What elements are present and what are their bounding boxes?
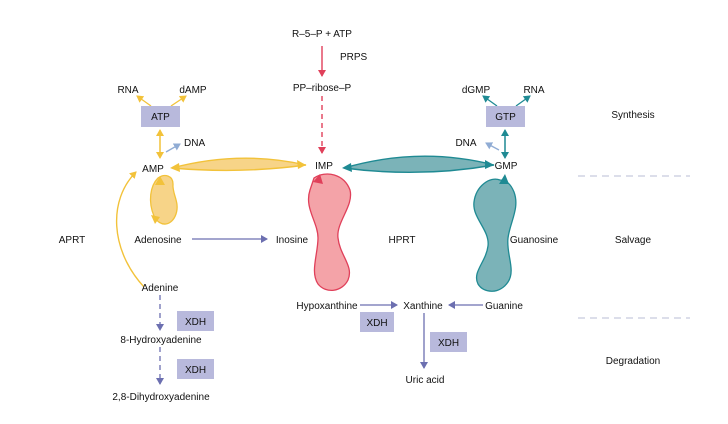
ppribose-label: PP–ribose–P bbox=[293, 83, 352, 94]
dna-left-label: DNA bbox=[184, 138, 205, 149]
arrowhead-pink-top bbox=[313, 174, 323, 184]
arrow-atp-to-damp bbox=[170, 95, 187, 107]
guanine-label: Guanine bbox=[485, 301, 523, 312]
arrow-gtp-to-dgmp bbox=[482, 95, 498, 107]
hprt-label: HPRT bbox=[388, 235, 415, 246]
aprt-arc bbox=[116, 171, 145, 288]
section-degradation: Degradation bbox=[606, 356, 660, 367]
arrowhead-to-imp-teal bbox=[342, 163, 352, 172]
arrowhead-to-imp bbox=[297, 160, 306, 169]
xdh-box-1 bbox=[177, 311, 214, 331]
atp-label: ATP bbox=[151, 112, 170, 123]
xdh-box-4 bbox=[430, 332, 467, 352]
gtp-box bbox=[486, 106, 525, 127]
amp-imp-lens bbox=[171, 157, 307, 172]
xdh-label-2: XDH bbox=[185, 365, 206, 376]
hypoxanthine-label: Hypoxanthine bbox=[296, 301, 358, 312]
atp-box bbox=[141, 106, 180, 127]
imp-label: IMP bbox=[315, 161, 333, 172]
xdh-label-3: XDH bbox=[366, 318, 387, 329]
uric-acid-label: Uric acid bbox=[406, 375, 445, 386]
arrowhead-from-amp-blob bbox=[151, 215, 160, 224]
inosine-label: Inosine bbox=[276, 235, 309, 246]
xdh-box-2 bbox=[177, 359, 214, 379]
dihydroxyadenine-label: 2,8-Dihydroxyadenine bbox=[112, 392, 210, 403]
dgmp-label: dGMP bbox=[462, 85, 491, 96]
section-salvage: Salvage bbox=[615, 235, 652, 246]
gtp-label: GTP bbox=[495, 112, 516, 123]
hydroxyadenine-label: 8-Hydroxyadenine bbox=[120, 335, 202, 346]
gmp-label: GMP bbox=[495, 161, 518, 172]
xdh-label-4: XDH bbox=[438, 338, 459, 349]
prps-enzyme-label: PRPS bbox=[340, 52, 368, 63]
aprt-label: APRT bbox=[59, 235, 86, 246]
hprt-blob-teal bbox=[473, 178, 517, 292]
arrowhead-to-gmp bbox=[485, 160, 494, 169]
arrowhead-teal-top bbox=[499, 174, 509, 184]
xanthine-label: Xanthine bbox=[403, 301, 443, 312]
arrow-atp-to-rna bbox=[136, 95, 152, 107]
guanosine-label: Guanosine bbox=[510, 235, 559, 246]
arrow-gtp-to-rna bbox=[515, 95, 531, 107]
r5p-atp-label: R–5–P + ATP bbox=[292, 29, 352, 40]
arrowhead-to-amp bbox=[170, 163, 180, 172]
xdh-label-1: XDH bbox=[185, 317, 206, 328]
section-synthesis: Synthesis bbox=[611, 110, 654, 121]
arrow-gmp-to-dna bbox=[485, 142, 500, 151]
arrow-amp-to-dna bbox=[165, 143, 181, 153]
adenosine-blob bbox=[149, 174, 178, 225]
hprt-blob-pink bbox=[307, 173, 352, 291]
damp-label: dAMP bbox=[179, 85, 207, 96]
dna-right-label: DNA bbox=[455, 138, 476, 149]
rna-right-label: RNA bbox=[523, 85, 544, 96]
adenine-label: Adenine bbox=[142, 283, 179, 294]
xdh-box-3 bbox=[360, 312, 394, 332]
imp-gmp-lens bbox=[343, 155, 495, 174]
adenosine-label: Adenosine bbox=[134, 235, 182, 246]
rna-left-label: RNA bbox=[117, 85, 138, 96]
amp-label: AMP bbox=[142, 164, 164, 175]
arrowhead-to-amp-blob bbox=[155, 176, 165, 185]
